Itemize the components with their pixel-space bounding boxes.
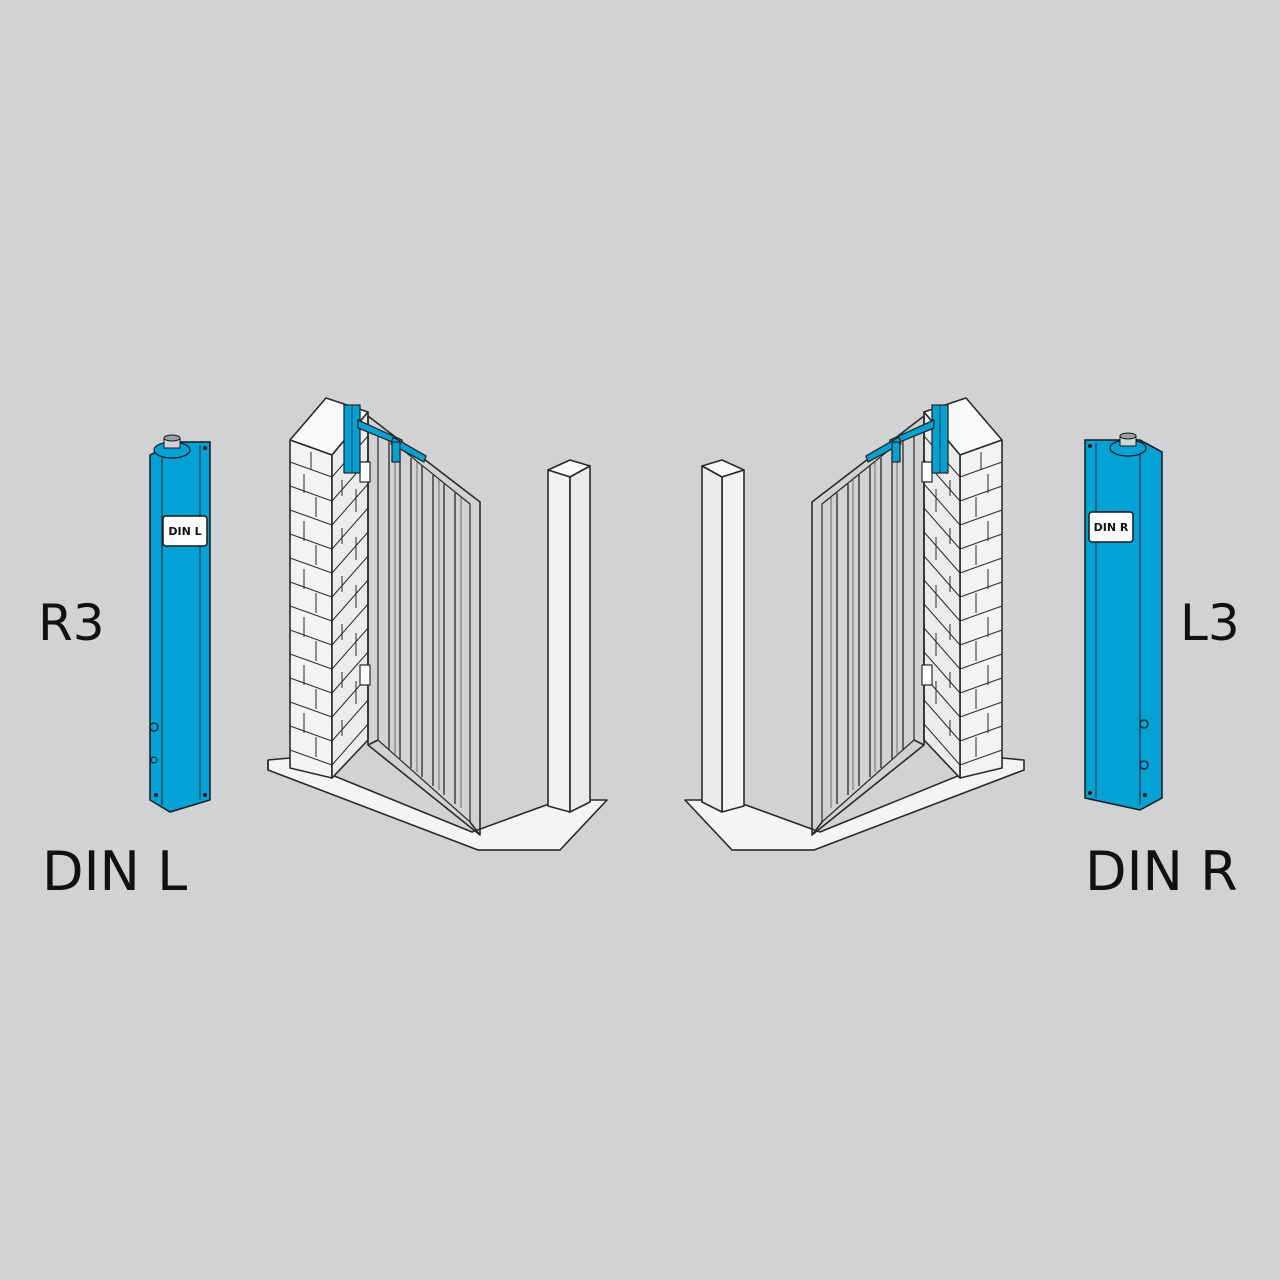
- left-gate-scene: [267, 397, 608, 851]
- right-closer-plate-label: DIN R: [1094, 521, 1129, 534]
- right-lower-hinge-icon: [921, 664, 933, 686]
- left-gate-leaf: [359, 415, 481, 836]
- left-din-label: DIN L: [42, 840, 188, 903]
- right-gate-leaf: [811, 415, 933, 836]
- left-gate-closer: DIN L: [149, 434, 211, 813]
- right-adjust-screw-icon: [1139, 719, 1149, 729]
- right-closer-pivot-icon: [1119, 432, 1137, 440]
- left-post: [547, 459, 591, 813]
- right-orientation-label: L3: [1180, 594, 1240, 652]
- left-closer-body: [149, 441, 211, 813]
- right-din-label: DIN R: [1085, 840, 1238, 903]
- right-gate-closer: DIN R: [1084, 432, 1163, 811]
- left-closer-plate-label: DIN L: [168, 525, 201, 538]
- right-post: [701, 459, 745, 813]
- right-mounted-closer: [865, 404, 949, 474]
- left-adjust-screw-icon-2: [150, 756, 158, 764]
- left-mounted-closer: [343, 404, 427, 474]
- right-adjust-screw-icon-2: [1139, 760, 1149, 770]
- left-brick-pillar: [289, 397, 369, 779]
- left-closer-pivot-icon: [163, 434, 181, 442]
- right-closer-body: [1084, 439, 1163, 811]
- left-lower-hinge-icon: [359, 664, 371, 686]
- left-adjust-screw-icon: [149, 722, 159, 732]
- left-upper-hinge-icon: [359, 461, 371, 483]
- left-closer-plate: [162, 515, 208, 547]
- left-orientation-label: R3: [38, 594, 105, 652]
- right-brick-pillar: [923, 397, 1003, 779]
- right-upper-hinge-icon: [921, 461, 933, 483]
- right-closer-plate: [1088, 511, 1134, 543]
- right-gate-scene: [684, 397, 1025, 851]
